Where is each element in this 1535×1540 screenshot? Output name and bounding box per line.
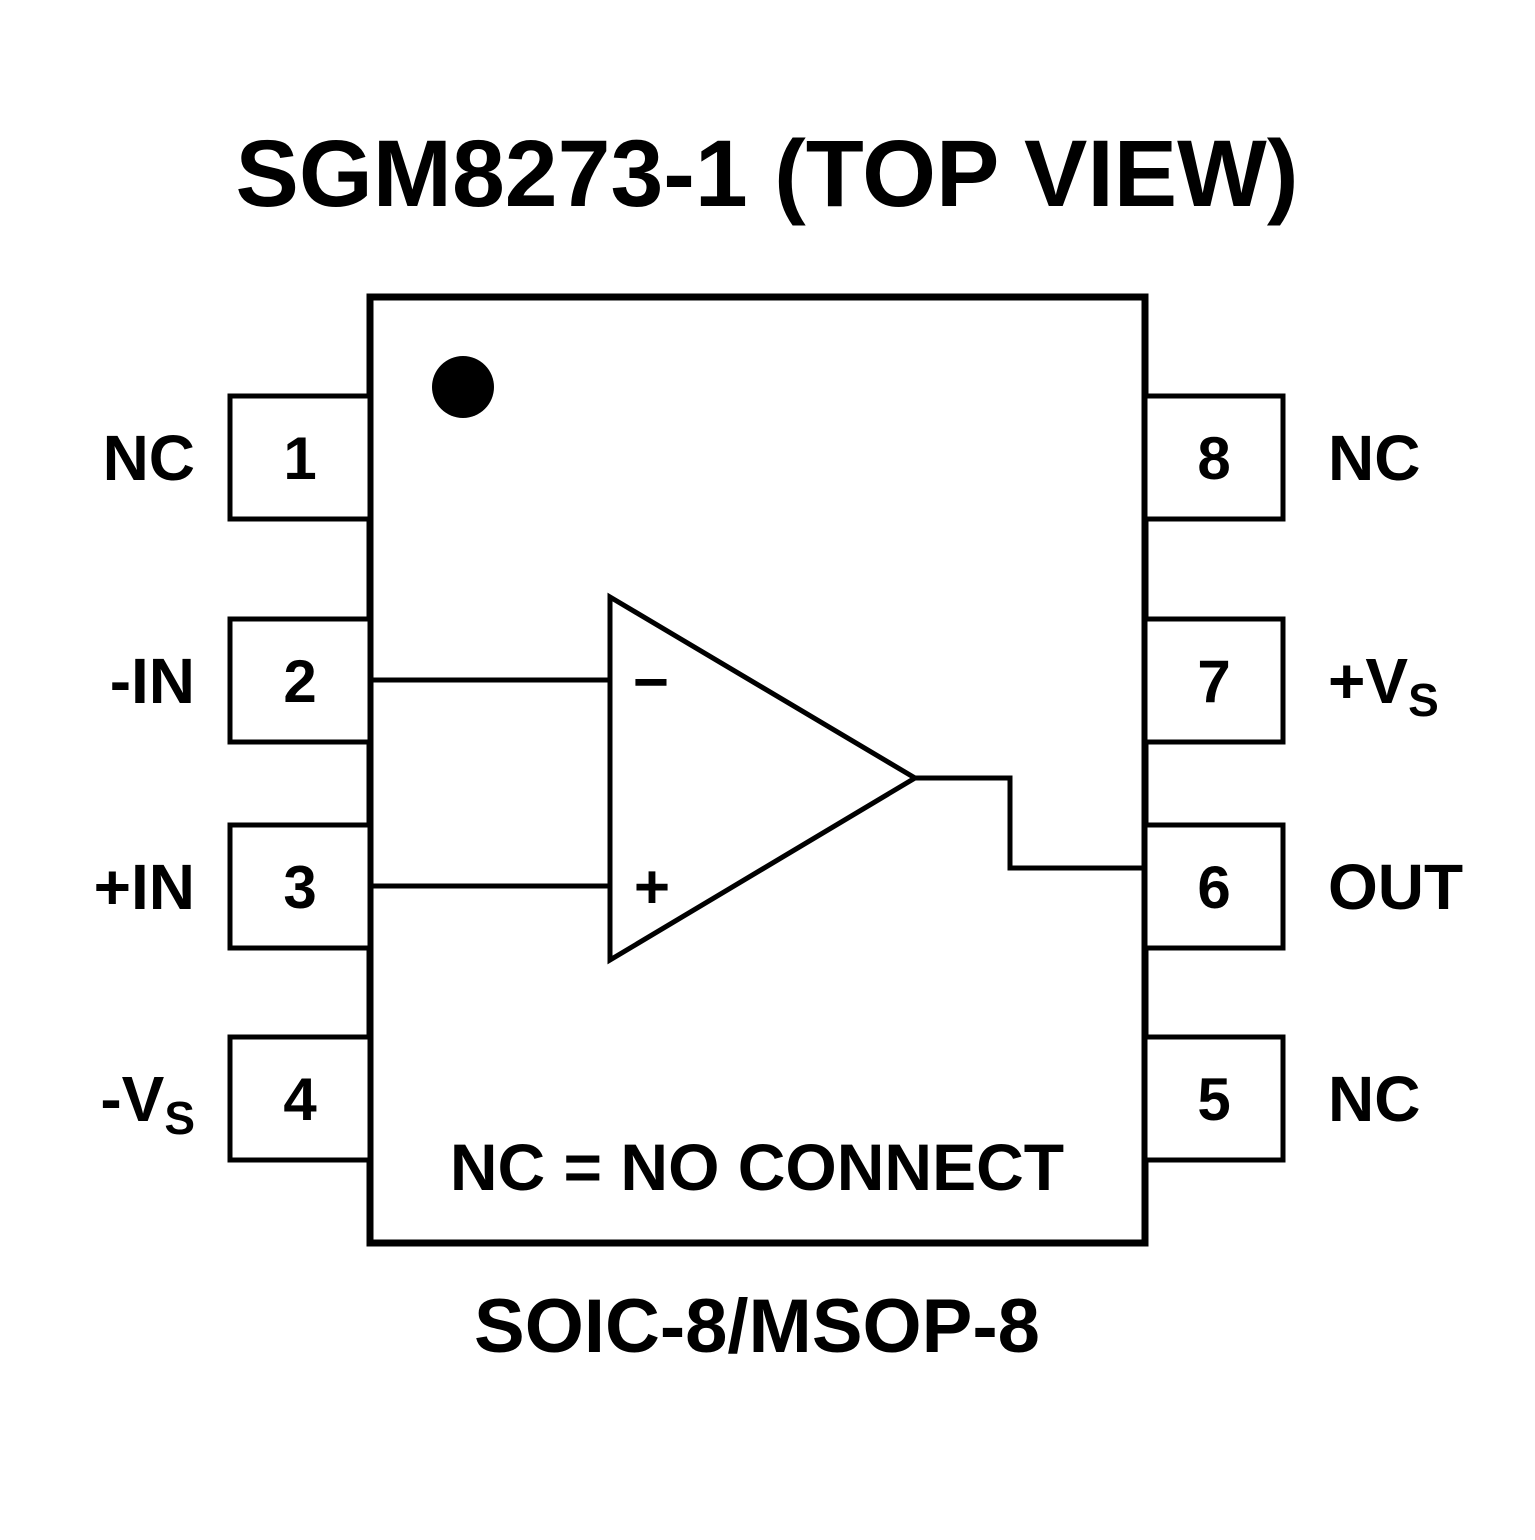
- pin1-indicator-dot: [432, 356, 494, 418]
- page-title: SGM8273-1 (TOP VIEW): [236, 121, 1299, 227]
- pin-5-number: 5: [1197, 1066, 1230, 1133]
- pin-2-box: [227, 616, 373, 745]
- pin-6-box: [1142, 822, 1286, 951]
- pin-5: 5 NC: [1142, 1034, 1420, 1163]
- nc-note: NC = NO CONNECT: [450, 1130, 1064, 1204]
- opamp-minus-sign: −: [633, 648, 669, 717]
- pin-4-box: [227, 1034, 373, 1163]
- pin-6-number: 6: [1197, 854, 1230, 921]
- pin-5-label: NC: [1328, 1063, 1420, 1135]
- pin-7-box: [1142, 616, 1286, 745]
- pin-8-box: [1142, 393, 1286, 522]
- pin-7-label: +VS: [1328, 645, 1439, 726]
- pin-3-number: 3: [283, 854, 316, 921]
- pin-8: 8 NC: [1142, 393, 1420, 522]
- pin-4-number: 4: [283, 1066, 317, 1133]
- pin-3-box: [227, 822, 373, 951]
- output-wire: [915, 775, 1145, 871]
- pin-7: 7 +VS: [1142, 616, 1439, 745]
- opamp-symbol: [607, 592, 920, 965]
- opamp-plus-sign: +: [634, 853, 670, 922]
- pin-2-number: 2: [283, 648, 316, 715]
- pin-8-label: NC: [1328, 422, 1420, 494]
- pin-1-number: 1: [283, 425, 316, 492]
- pin-1-label: NC: [103, 422, 195, 494]
- pin-6: 6 OUT: [1142, 822, 1463, 951]
- pin-2-label: -IN: [110, 645, 195, 717]
- pin-5-box: [1142, 1034, 1286, 1163]
- pin-3-label: +IN: [94, 851, 195, 923]
- pin-1-box: [227, 393, 373, 522]
- pin-8-number: 8: [1197, 425, 1230, 492]
- package-label: SOIC-8/MSOP-8: [474, 1284, 1040, 1369]
- pin-3: 3 +IN: [94, 822, 373, 951]
- pin-4-label: -VS: [100, 1063, 195, 1144]
- pin-2: 2 -IN: [110, 616, 373, 745]
- pin-4: 4 -VS: [100, 1034, 373, 1163]
- pin-7-number: 7: [1197, 648, 1230, 715]
- pin-1: 1 NC: [103, 393, 373, 522]
- pin-6-label: OUT: [1328, 851, 1463, 923]
